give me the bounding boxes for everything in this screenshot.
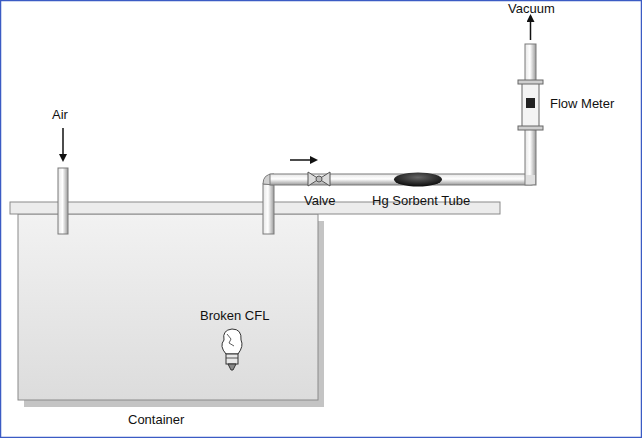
flow-meter-cap [518,80,543,84]
part-label: Broken CFL [200,309,269,323]
flow-meter-float [526,98,535,108]
outlet-label: Vacuum [508,2,555,16]
part-label: Hg Sorbent Tube [372,194,470,208]
container-body [18,214,318,400]
flow-meter-cap [518,126,543,130]
valve-symbol [308,172,330,186]
part-label: Valve [304,194,336,208]
sorbent-tube [394,173,442,187]
part-label: Container [128,413,184,427]
flow-meter-body [522,82,539,128]
part-label: Flow Meter [550,97,614,111]
inlet-label: Air [52,108,68,122]
flow-arrow [290,159,316,161]
vacuum-arrow [530,16,532,40]
outlet-pipe [263,184,274,234]
air-inlet-pipe [58,168,68,234]
valve-stem [316,176,322,182]
broken-cfl-bulb [222,329,242,370]
air-arrow [62,128,64,160]
pipe-joint [526,175,535,184]
